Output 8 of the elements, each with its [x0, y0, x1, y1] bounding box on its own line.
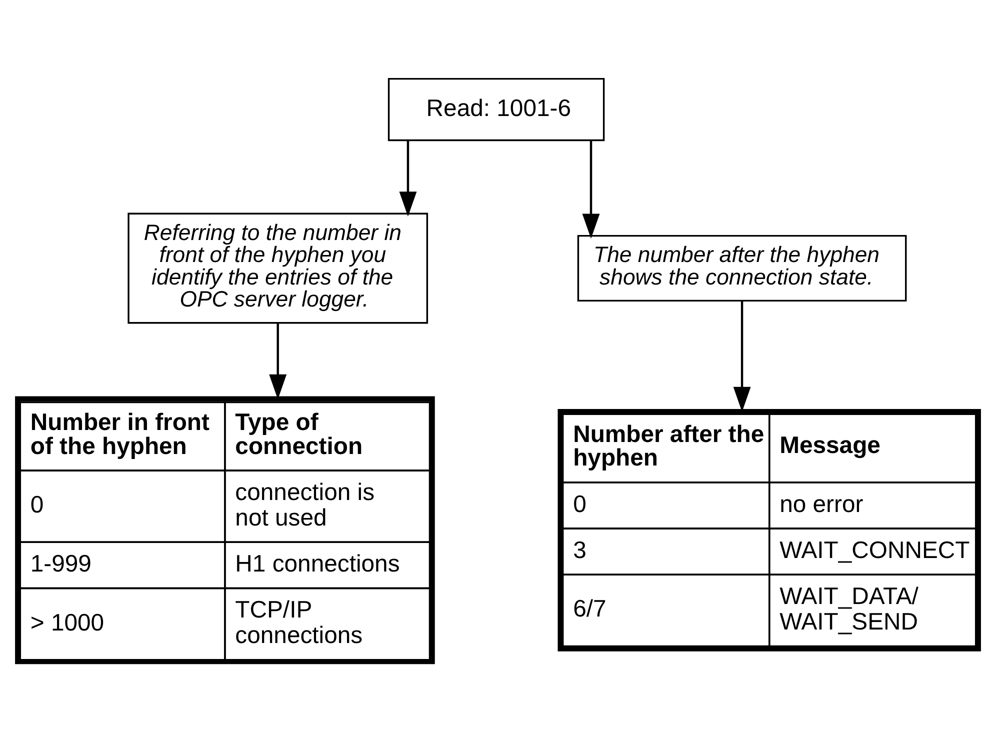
arrow: [269, 322, 287, 399]
node-box: The number after the hyphen shows the connection state.: [577, 234, 907, 302]
node-box: Referring to the number in front of the hyphen you identify the entries of the OPC server logger.: [128, 212, 428, 324]
arrow: [399, 140, 417, 216]
arrow: [582, 140, 600, 238]
node-box: Number in front of the hyphen Type of connection 0 connection is not used 1-999 H1 connections > 1000 TCP/IP connections: [15, 396, 435, 664]
node-box: Read: 1001-6: [388, 77, 605, 141]
arrow: [733, 300, 751, 412]
